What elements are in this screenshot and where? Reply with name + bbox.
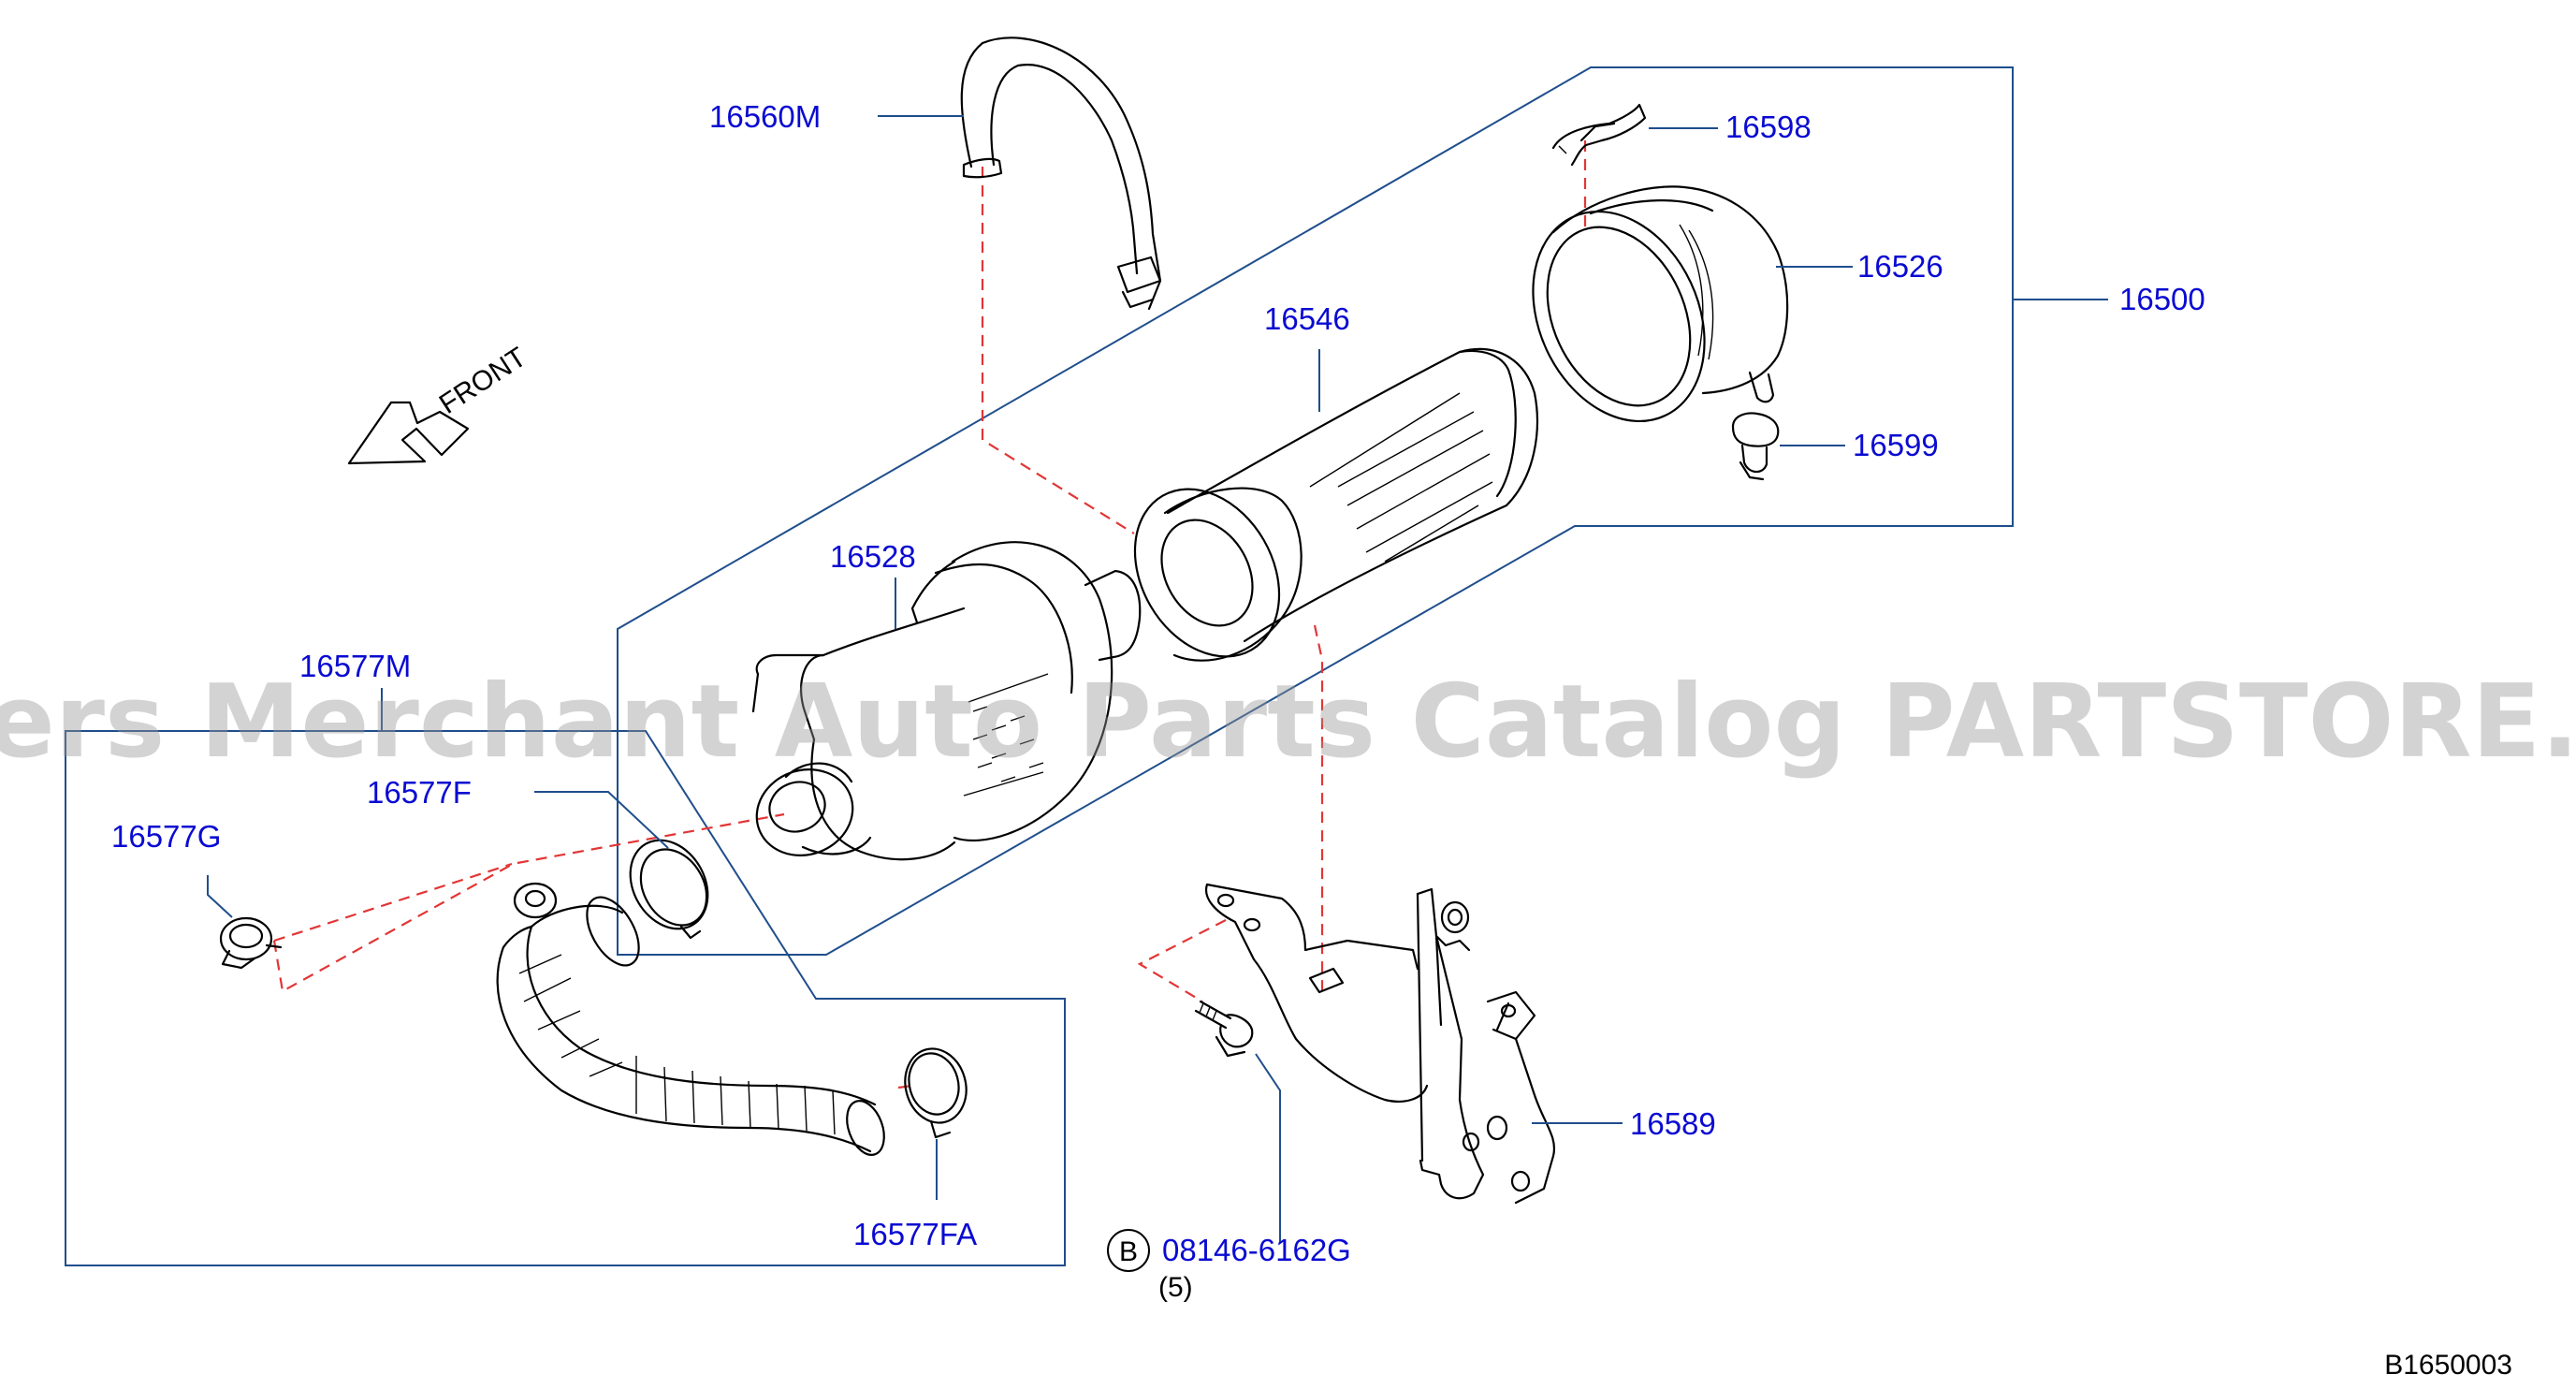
leader-lines xyxy=(207,115,2108,1243)
bracket-part xyxy=(1204,883,1556,1205)
label-16598: 16598 xyxy=(1725,110,1812,144)
clamp-small-part xyxy=(219,916,283,970)
label-16526: 16526 xyxy=(1857,249,1943,284)
element-part xyxy=(1133,347,1539,662)
bolt-quantity: (5) xyxy=(1158,1272,1193,1303)
diagram-code: B1650003 xyxy=(2384,1350,2512,1381)
label-16546: 16546 xyxy=(1264,301,1350,336)
bolt-part xyxy=(1194,1000,1254,1058)
bolt-badge-circle xyxy=(1107,1229,1150,1272)
duct-set-boundary xyxy=(65,730,1066,1266)
bolt-callout: B 08146-6162G (5) xyxy=(1107,1229,1351,1303)
label-16577M: 16577M xyxy=(299,649,411,683)
label-16599: 16599 xyxy=(1853,428,1939,462)
clip-part xyxy=(1551,103,1647,167)
label-16577G: 16577G xyxy=(111,819,221,854)
strap-part xyxy=(960,37,1162,311)
assembly-lines xyxy=(272,140,1587,1089)
front-arrow-icon xyxy=(347,401,470,465)
label-16500: 16500 xyxy=(2119,282,2205,316)
grommet-part xyxy=(1731,412,1780,481)
label-16560M: 16560M xyxy=(709,99,821,134)
bolt-part-number: 08146-6162G xyxy=(1162,1233,1351,1267)
intake-duct-part xyxy=(496,882,885,1156)
label-16589: 16589 xyxy=(1630,1106,1716,1141)
label-16528: 16528 xyxy=(830,539,916,574)
front-label: FRONT xyxy=(434,342,532,420)
bolt-badge-letter: B xyxy=(1119,1236,1138,1267)
assembly-boundary xyxy=(617,66,2014,956)
label-16577F: 16577F xyxy=(367,775,472,810)
watermark-text: Offers Merchant Auto Parts Catalog PARTS… xyxy=(0,664,2576,781)
label-16577FA: 16577FA xyxy=(853,1217,977,1251)
housing-part xyxy=(751,541,1142,861)
rear-cover-part xyxy=(1532,185,1789,423)
clamp-front-part xyxy=(629,839,709,940)
clamp-rear-part xyxy=(904,1047,968,1139)
